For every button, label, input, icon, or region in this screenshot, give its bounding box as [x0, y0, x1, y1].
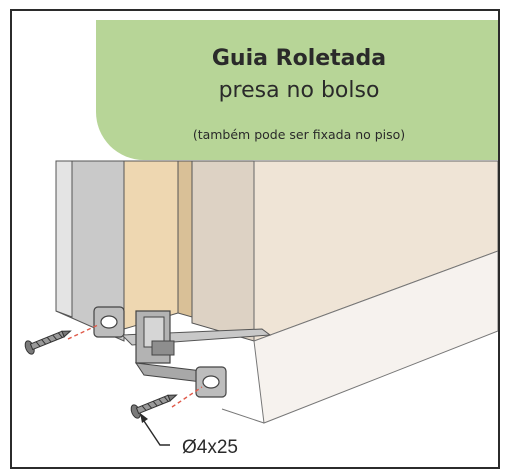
guide-line-left	[67, 324, 99, 340]
door-leaf	[123, 160, 179, 330]
door-edge	[177, 160, 193, 318]
banner-title: Guia Roletada	[211, 46, 387, 71]
bracket-left	[93, 306, 125, 338]
title-banner: Guia Roletada presa no bolso (também pod…	[96, 20, 498, 160]
inner-jamb	[191, 160, 255, 342]
installation-diagram	[12, 160, 498, 467]
roller-guide	[134, 310, 212, 384]
jamb-edge	[55, 160, 73, 318]
screw-icon	[24, 330, 72, 355]
guide-line-right	[171, 386, 203, 408]
banner-note: (também pode ser fixada no piso)	[192, 127, 406, 142]
arrow-icon	[140, 413, 170, 446]
screw-spec-label: Ø4x25	[182, 437, 238, 458]
floor	[12, 271, 498, 467]
bracket-right	[195, 366, 227, 398]
pocket-wall	[253, 160, 498, 342]
banner-subtitle: presa no bolso	[218, 78, 380, 103]
illustration-frame: Guia Roletada presa no bolso (também pod…	[10, 9, 500, 469]
screw-icon	[130, 394, 178, 419]
wall-bottom	[253, 250, 498, 424]
